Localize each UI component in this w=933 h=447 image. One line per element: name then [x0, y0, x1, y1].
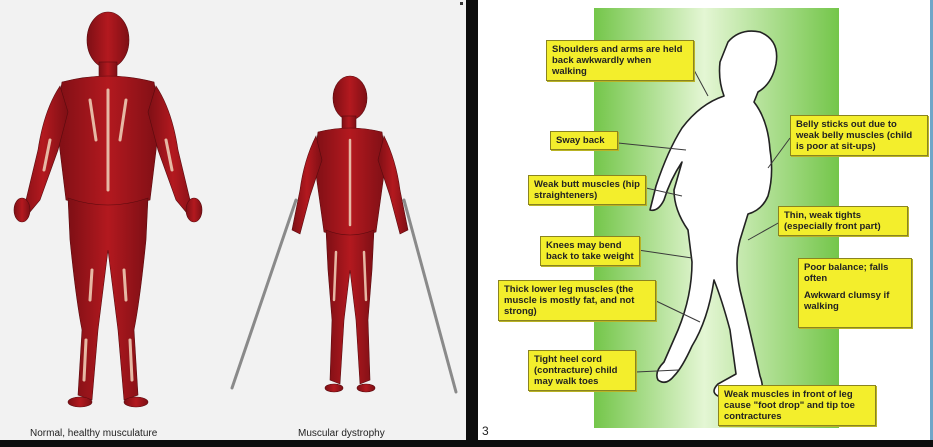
caption-muscular-dystrophy: Muscular dystrophy [298, 428, 385, 439]
normal-figure [14, 12, 202, 407]
callout-shoulders: Shoulders and arms are held back awkward… [546, 40, 694, 81]
callout-thick-lower-leg: Thick lower leg muscles (the muscle is m… [498, 280, 656, 321]
callout-foot-drop: Weak muscles in front of leg cause "foot… [718, 385, 876, 426]
musculature-figures [0, 0, 466, 440]
callout-tight-heel-cord: Tight heel cord (contracture) child may … [528, 350, 636, 391]
symptom-diagram-panel: Shoulders and arms are held back awkward… [478, 0, 933, 440]
callout-belly: Belly sticks out due to weak belly muscl… [790, 115, 928, 156]
musculature-illustration-panel: Normal, healthy musculature Muscular dys… [0, 0, 466, 440]
page-number: 3 [482, 424, 489, 438]
callout-sway-back: Sway back [550, 131, 618, 150]
callout-weak-butt-muscles: Weak butt muscles (hip straighteners) [528, 175, 646, 205]
caption-normal-musculature: Normal, healthy musculature [30, 428, 157, 439]
callout-thin-thighs: Thin, weak tights (especially front part… [778, 206, 908, 236]
callout-clumsy-text: Awkward clumsy if walking [804, 290, 906, 312]
divider-dot [460, 2, 463, 5]
dystrophy-figure [292, 76, 408, 392]
bottom-bar [0, 440, 933, 447]
callout-knees: Knees may bend back to take weight [540, 236, 640, 266]
callout-balance: Poor balance; falls often Awkward clumsy… [798, 258, 912, 328]
